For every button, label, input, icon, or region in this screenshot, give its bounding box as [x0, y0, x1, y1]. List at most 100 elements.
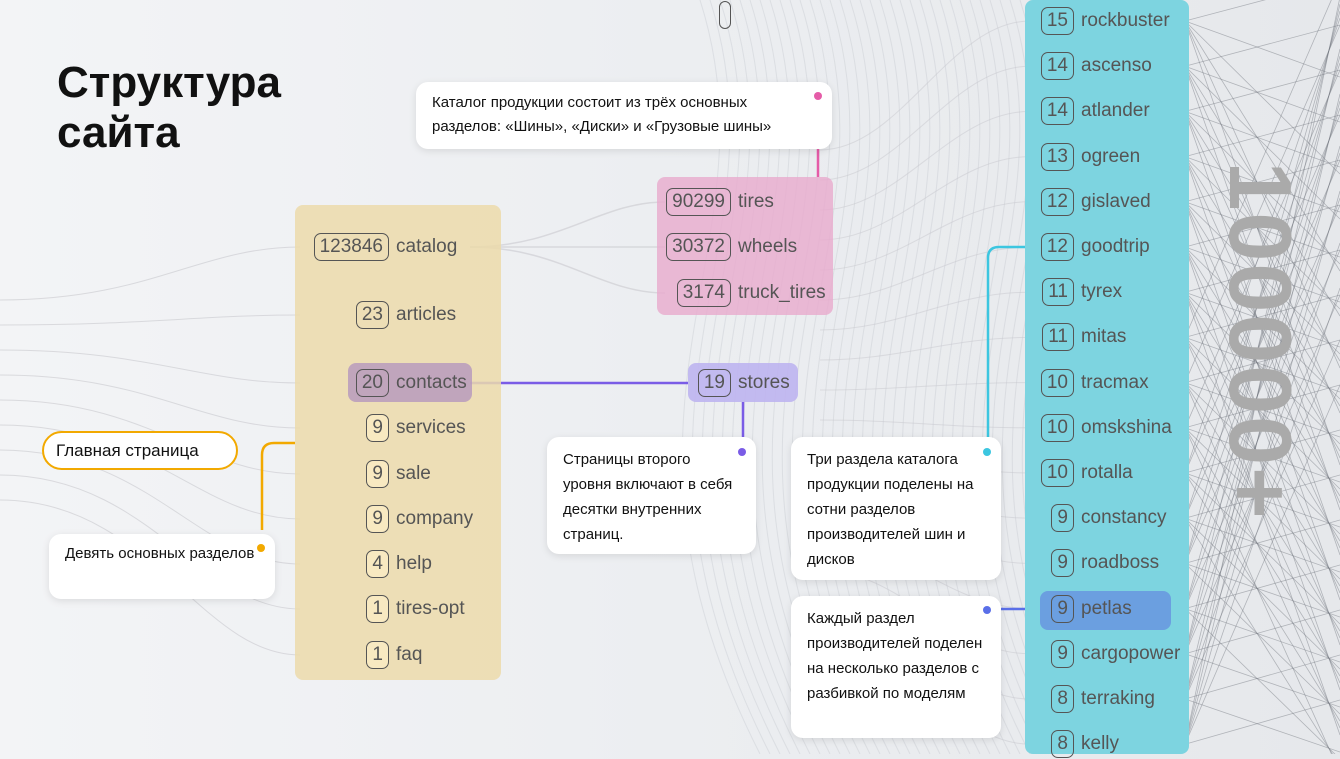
node-label: roadboss	[1081, 552, 1160, 574]
home-node[interactable]: Главная страница	[42, 431, 238, 470]
model-line	[1184, 337, 1340, 490]
model-line	[1184, 24, 1340, 67]
total-pages-label: 100000+	[1211, 161, 1310, 521]
node-label: rotalla	[1081, 462, 1133, 483]
model-line	[1184, 156, 1340, 213]
model-line	[1184, 242, 1340, 700]
blue-dot	[983, 606, 991, 614]
callout-main-sections: Девять основных разделов	[49, 534, 275, 599]
model-line	[1184, 0, 1266, 22]
node-label: kelly	[1081, 733, 1120, 755]
model-line	[1184, 246, 1340, 400]
count-badge: 123846	[313, 233, 389, 261]
model-line	[1184, 246, 1340, 691]
model-line	[1184, 201, 1340, 258]
callout-text: Девять основных разделов	[65, 545, 255, 562]
model-line	[1184, 699, 1340, 745]
model-line	[1184, 201, 1340, 549]
flow-line	[819, 201, 1031, 271]
count-badge: 23	[355, 301, 389, 329]
count-badge: 14	[1040, 97, 1074, 126]
node-label: mitas	[1081, 326, 1127, 348]
model-line	[1184, 159, 1340, 203]
node-label: faq	[396, 644, 423, 665]
model-line	[1184, 382, 1340, 632]
model-line	[1184, 159, 1340, 519]
model-line	[1184, 20, 1340, 369]
count-badge: 90299	[666, 188, 731, 216]
node-label: tires	[738, 191, 774, 212]
model-line	[1184, 111, 1340, 168]
model-line	[1184, 69, 1340, 112]
model-line	[1184, 107, 1340, 564]
model-line	[1184, 69, 1340, 428]
node-label: goodtrip	[1081, 236, 1150, 257]
count-badge: 9	[1051, 594, 1074, 623]
node-catalog[interactable]: 123846 catalog	[313, 232, 458, 262]
model-line	[1184, 339, 1340, 383]
model-line	[1184, 382, 1340, 438]
flow-line	[819, 246, 1031, 301]
model-line	[1184, 291, 1340, 542]
count-badge: 30372	[666, 233, 731, 261]
node-tires[interactable]: 90299 tires	[666, 187, 774, 217]
callout-text: Страницы второго уровня включают в себя …	[563, 451, 733, 543]
model-line	[1184, 111, 1340, 556]
model-line	[1184, 111, 1340, 362]
node-label: constancy	[1081, 507, 1167, 529]
model-line	[1184, 384, 1340, 745]
count-badge: 14	[1040, 52, 1074, 81]
count-badge	[719, 1, 731, 29]
model-line	[1184, 246, 1340, 303]
node-label: cargopower	[1081, 642, 1181, 664]
model-line	[1184, 337, 1340, 587]
model-line	[1184, 472, 1340, 528]
node-label: tracmax	[1081, 371, 1149, 393]
model-line	[1184, 287, 1340, 745]
model-line	[1184, 114, 1340, 474]
model-line	[1184, 609, 1340, 655]
flow-line	[819, 419, 1031, 429]
flow-line	[819, 65, 1031, 181]
model-line	[1184, 382, 1340, 729]
model-line	[1184, 0, 1332, 338]
node-label: help	[396, 553, 432, 574]
node-label: company	[396, 508, 474, 529]
model-line	[1184, 145, 1340, 700]
model-line	[1184, 474, 1340, 519]
node-rotalla[interactable]: 10 rotalla	[1040, 458, 1133, 488]
node-label: services	[396, 417, 466, 438]
model-line	[1184, 517, 1340, 573]
count-badge: 10	[1040, 459, 1074, 487]
node-label: catalog	[396, 236, 458, 257]
model-line	[1184, 427, 1332, 754]
model-line	[1184, 246, 1340, 594]
